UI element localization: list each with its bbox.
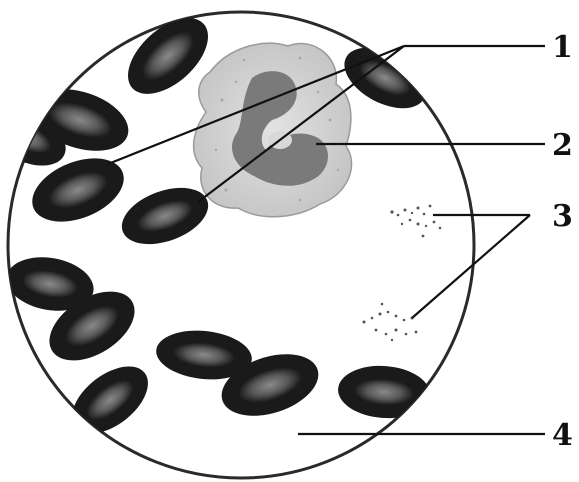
label-2: 2 xyxy=(552,128,573,163)
label-3: 3 xyxy=(552,199,573,234)
white-blood-cell xyxy=(194,43,352,216)
label-1: 1 xyxy=(552,30,573,65)
amoeboid-cell-icon xyxy=(194,43,352,216)
label-4: 4 xyxy=(552,418,573,453)
